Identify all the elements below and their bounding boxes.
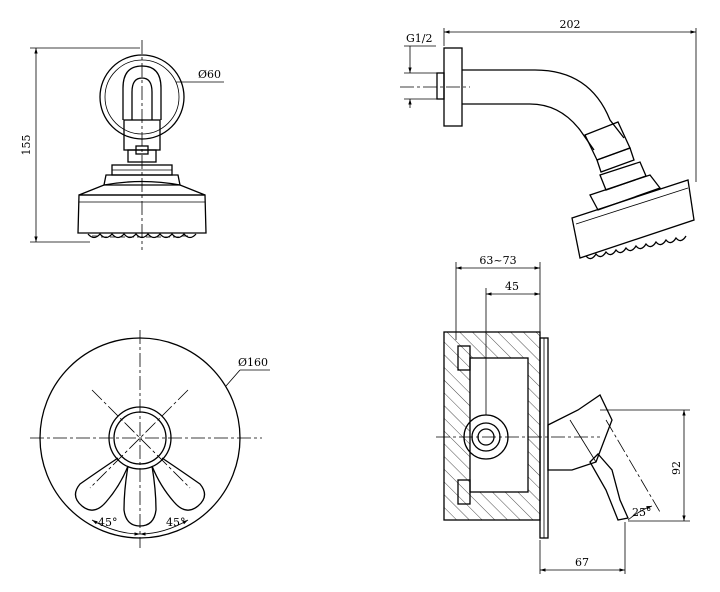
dim-angle-left: 45° <box>98 516 118 529</box>
valve-plate-front-view: 45° 45° Ø160 <box>30 330 270 548</box>
dim-depth-range: 63~73 <box>479 254 516 267</box>
dim-plate-diameter: Ø160 <box>238 356 268 369</box>
dim-length-side: 202 <box>560 18 581 31</box>
dim-height-front: 155 <box>20 135 33 156</box>
dim-depth-min: 45 <box>505 280 519 293</box>
dim-handle-angle: 25° <box>632 506 652 519</box>
dim-thread: G1/2 <box>406 32 433 45</box>
dim-height-valve: 92 <box>670 461 683 475</box>
dim-projection: 67 <box>575 556 589 569</box>
valve-section-view: 63~73 45 92 25° 67 <box>436 254 690 574</box>
shower-arm-side-view: 202 G1/2 <box>400 18 697 260</box>
dim-angle-right: 45° <box>166 516 186 529</box>
shower-head-front-view: 155 Ø60 <box>20 40 224 250</box>
dim-arm-diameter: Ø60 <box>198 68 221 81</box>
